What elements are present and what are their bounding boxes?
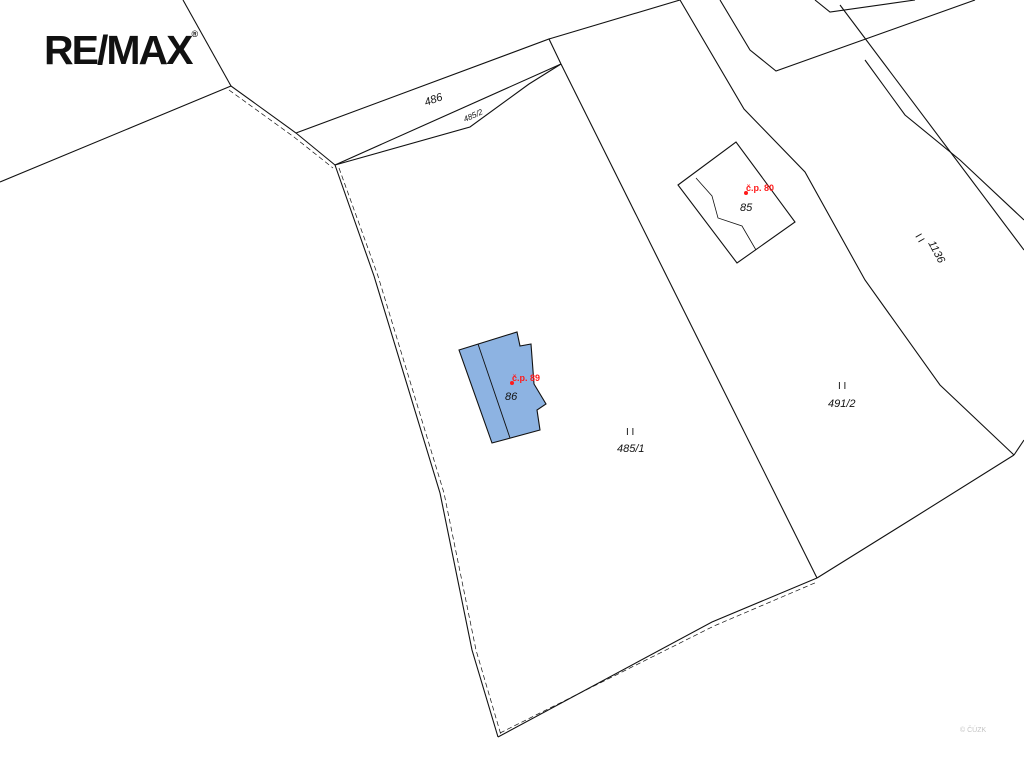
building-86-inner-line: [477, 343, 511, 439]
remax-logo: RE/MAX®: [44, 30, 198, 71]
parcel-label-485-1: 485/1: [617, 443, 645, 455]
logo-text: RE/MAX: [44, 27, 193, 73]
parcel-485-2-boundary: [334, 63, 562, 166]
boundary-line: [182, 0, 232, 87]
house-number-label-80: č.p. 80: [746, 183, 774, 193]
building-85-inner-line: [695, 177, 757, 251]
parcel-label-1136: 1136: [925, 239, 947, 266]
house-number-label-89: č.p. 89: [512, 373, 540, 383]
parcel-boundary-485-491: [560, 63, 818, 579]
building-86-highlighted[interactable]: [458, 331, 547, 444]
parcel-boundary-485-491: [548, 0, 681, 40]
parcel-1136-boundary: [1013, 439, 1024, 456]
hatched-boundary: [228, 89, 334, 169]
parcel-1136-boundary: [814, 0, 916, 13]
parcel-label-486: 486: [423, 91, 445, 109]
parcel-1136-boundary: [719, 0, 976, 72]
parcel-marker-1136: I I: [912, 232, 926, 245]
parcel-label-485-2: 485/2: [462, 107, 484, 124]
parcel-485-2-boundary: [334, 63, 562, 166]
parcel-485-1-south-boundary: [497, 577, 818, 738]
building-label-85: 85: [740, 202, 753, 214]
registered-mark: ®: [191, 29, 199, 39]
parcel-marker-485-1: I I: [626, 427, 634, 438]
parcel-1136-boundary: [864, 59, 1024, 221]
address-point-89: [510, 381, 514, 385]
parcel-marker-491-2: I I: [838, 381, 846, 392]
address-point-80: [744, 191, 748, 195]
parcel-491-2-boundary: [679, 0, 1015, 456]
boundary-line: [0, 85, 336, 183]
parcel-491-2-boundary: [816, 454, 1015, 579]
parcel-486-boundary: [295, 38, 562, 134]
parcel-485-1-west-boundary: [334, 164, 499, 738]
hatched-boundary: [499, 581, 818, 734]
hatched-boundary: [338, 167, 502, 736]
parcel-label-491-2: 491/2: [828, 398, 856, 410]
parcel-1136-boundary: [839, 4, 1024, 251]
building-85[interactable]: [677, 141, 796, 264]
copyright-notice: © ČÚZK: [960, 727, 987, 734]
building-label-86: 86: [505, 391, 518, 403]
